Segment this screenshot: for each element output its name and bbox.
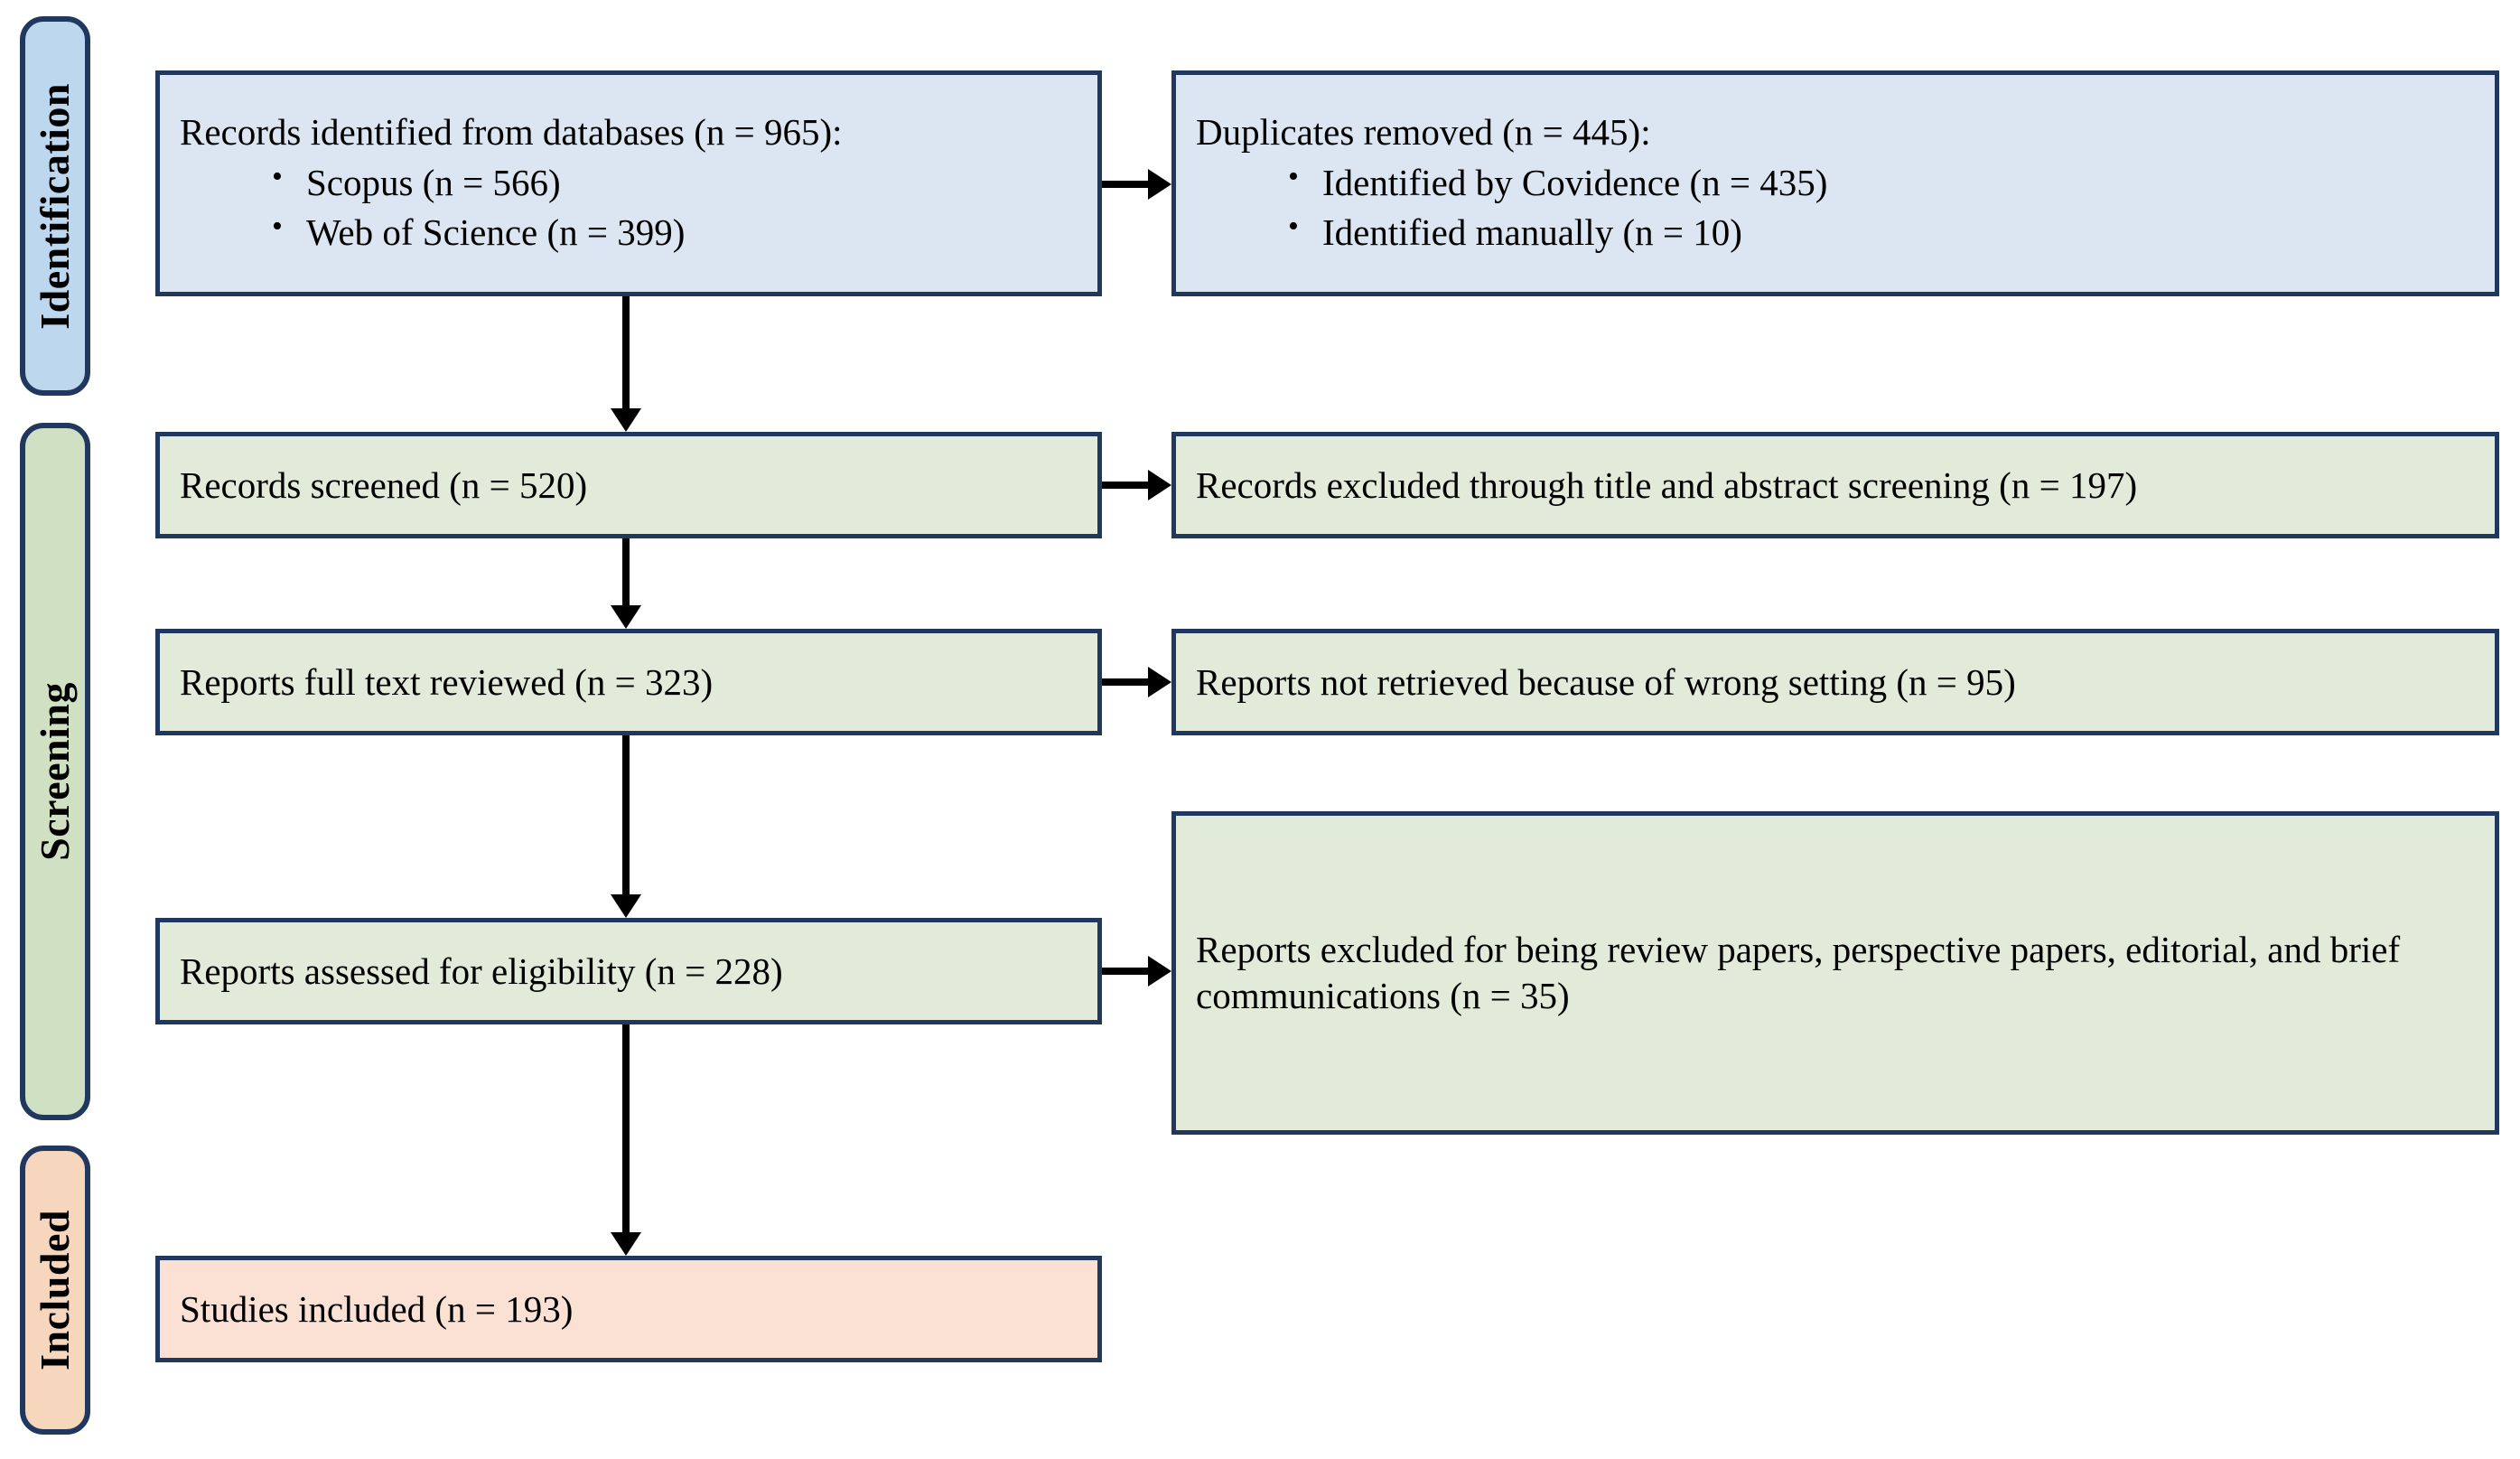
box-studies-included-title: Studies included (n = 193) [180, 1287, 574, 1330]
phase-label-screening: Screening [32, 682, 78, 861]
list-item: Identified manually (n = 10) [1283, 206, 2475, 257]
list-item: Identified by Covidence (n = 435) [1283, 156, 2475, 208]
box-records-identified: Records identified from databases (n = 9… [155, 70, 1102, 296]
box-records-screened-title: Records screened (n = 520) [180, 463, 588, 506]
arrow-screened-to-excluded [1102, 469, 1171, 501]
list-item: Scopus (n = 566) [266, 156, 1078, 208]
box-reports-full-text-title: Reports full text reviewed (n = 323) [180, 660, 714, 703]
arrow-identified-to-duplicates [1102, 168, 1171, 201]
phase-sidebar-identification: Identification [20, 16, 90, 396]
box-studies-included: Studies included (n = 193) [155, 1256, 1102, 1362]
box-records-excluded-title: Records excluded through title and abstr… [1196, 463, 2138, 506]
phase-label-identification: Identification [32, 82, 78, 330]
box-duplicates-removed-title: Duplicates removed (n = 445): [1196, 110, 1651, 153]
phase-sidebar-included: Included [20, 1146, 90, 1435]
box-records-identified-bullets: Scopus (n = 566) Web of Science (n = 399… [180, 156, 1078, 257]
phase-label-included: Included [32, 1210, 78, 1370]
arrow-fulltext-to-notretrieved [1102, 666, 1171, 698]
box-records-identified-title: Records identified from databases (n = 9… [180, 110, 843, 153]
box-reports-full-text: Reports full text reviewed (n = 323) [155, 629, 1102, 735]
box-reports-excluded-type-title: Reports excluded for being review papers… [1196, 929, 2401, 1016]
box-records-excluded: Records excluded through title and abstr… [1171, 432, 2499, 538]
box-duplicates-removed: Duplicates removed (n = 445): Identified… [1171, 70, 2499, 296]
box-reports-assessed: Reports assessed for eligibility (n = 22… [155, 918, 1102, 1024]
box-reports-not-retrieved: Reports not retrieved because of wrong s… [1171, 629, 2499, 735]
arrow-assessed-to-excludedtype [1102, 955, 1171, 987]
arrow-assessed-to-included [610, 1024, 642, 1256]
box-reports-assessed-title: Reports assessed for eligibility (n = 22… [180, 949, 783, 992]
box-reports-excluded-type: Reports excluded for being review papers… [1171, 811, 2499, 1135]
list-item: Web of Science (n = 399) [266, 206, 1078, 257]
arrow-identified-to-screened [610, 296, 642, 432]
box-records-screened: Records screened (n = 520) [155, 432, 1102, 538]
box-duplicates-removed-bullets: Identified by Covidence (n = 435) Identi… [1196, 156, 2475, 257]
arrow-fulltext-to-assessed [610, 735, 642, 918]
arrow-screened-to-fulltext [610, 538, 642, 629]
phase-sidebar-screening: Screening [20, 423, 90, 1120]
box-reports-not-retrieved-title: Reports not retrieved because of wrong s… [1196, 660, 2016, 703]
